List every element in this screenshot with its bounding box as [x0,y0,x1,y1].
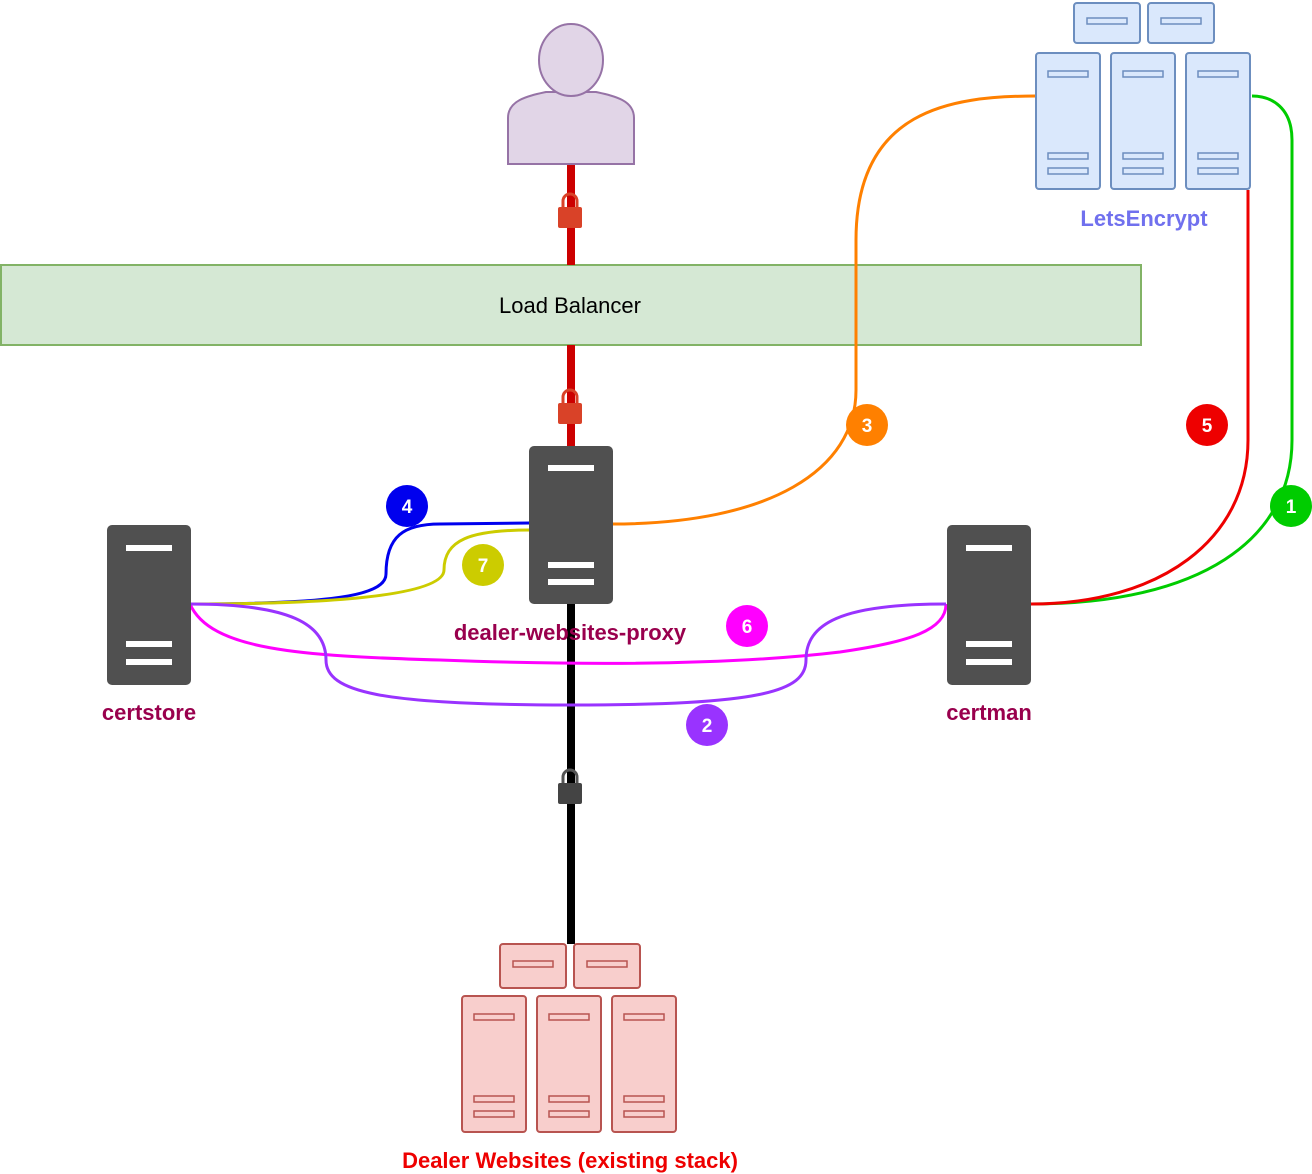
flow-3-path [611,94,1037,526]
load-balancer-label: Load Balancer [499,293,641,318]
server-icon [529,446,613,604]
flow-5-path [1030,190,1250,606]
svg-text:2: 2 [702,716,713,737]
load-balancer: Load Balancer [0,264,1142,346]
step-badge-6: 6 [726,605,768,647]
proxy-label: dealer-websites-proxy [454,620,687,645]
server-icon [107,525,191,685]
svg-text:4: 4 [402,497,413,518]
step-badge-1: 1 [1270,485,1312,527]
svg-text:6: 6 [742,617,753,638]
letsencrypt-label: LetsEncrypt [1080,206,1208,231]
lock-icon [558,768,582,804]
flow-7-path [189,528,531,606]
server-icon [947,525,1031,685]
dealer-websites-label: Dealer Websites (existing stack) [402,1148,738,1173]
flow-2-path [189,602,947,707]
certstore-label: certstore [102,700,196,725]
server-cluster-icon [1035,2,1251,190]
certman-label: certman [946,700,1032,725]
step-badge-5: 5 [1186,404,1228,446]
step-badge-4: 4 [386,485,428,527]
step-badge-3: 3 [846,404,888,446]
svg-text:3: 3 [862,416,873,437]
step-badge-7: 7 [462,544,504,586]
flow-6-path [188,603,948,665]
step-badge-2: 2 [686,704,728,746]
server-cluster-icon [461,943,677,1133]
svg-text:5: 5 [1202,416,1213,437]
user-icon [507,23,635,165]
svg-text:1: 1 [1286,497,1297,518]
svg-text:7: 7 [478,556,489,577]
